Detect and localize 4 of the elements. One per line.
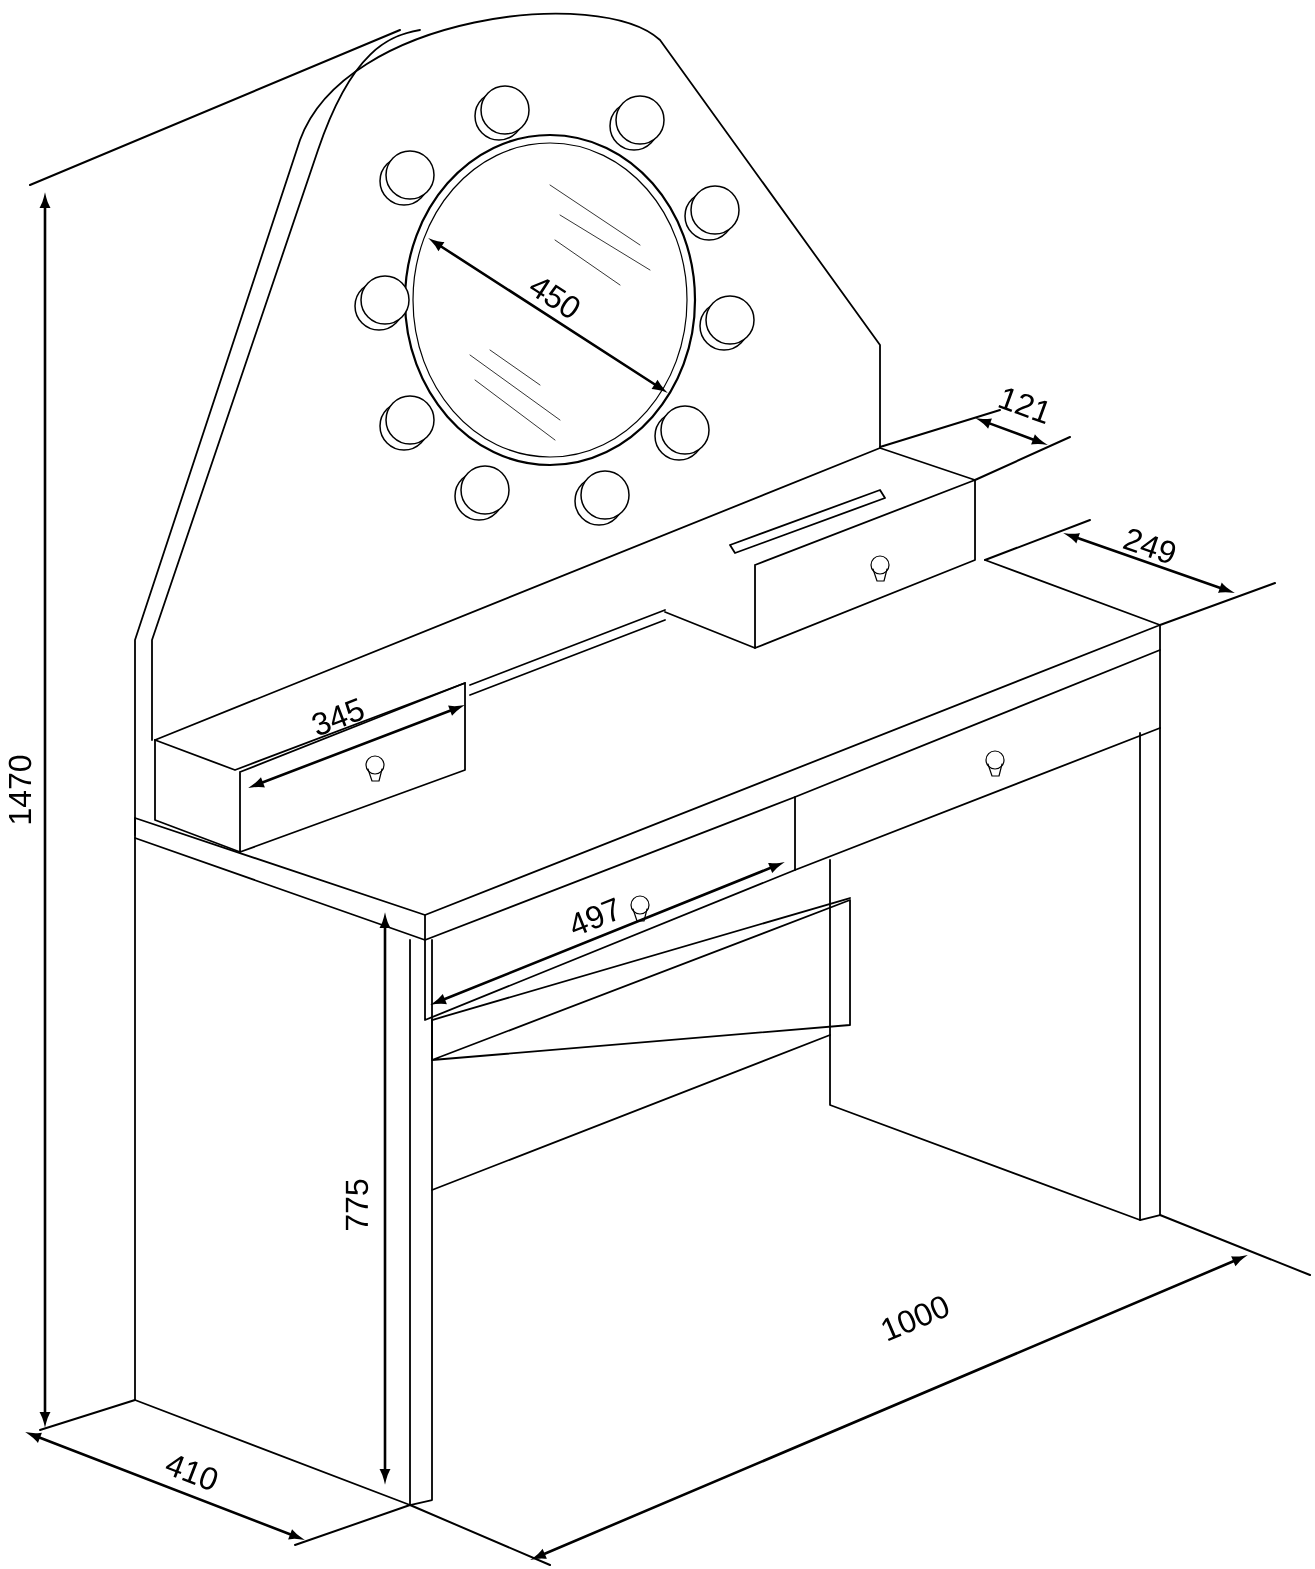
dimension-label: 450	[529, 279, 580, 318]
dimension-label: 1470	[8, 755, 32, 824]
dimension-label: 775	[345, 1179, 369, 1231]
dimension-label: 121	[998, 388, 1048, 425]
